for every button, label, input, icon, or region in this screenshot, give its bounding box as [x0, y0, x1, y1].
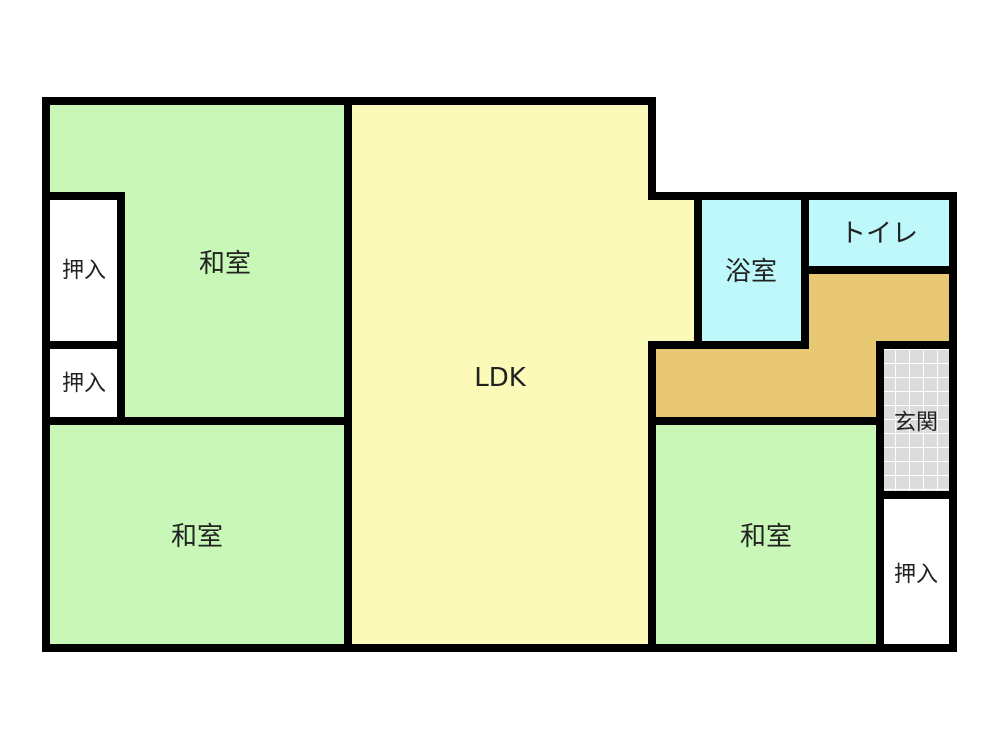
washitsu-right-label: 和室	[740, 522, 792, 552]
toilet-room	[801, 192, 957, 274]
washitsu-top-left-label: 和室	[199, 249, 251, 279]
closet-right-room	[876, 491, 957, 652]
closet-left-lower-label: 押入	[62, 372, 106, 397]
washitsu-right-room	[648, 417, 884, 652]
closet-left-upper-label: 押入	[62, 259, 106, 284]
genkan-label: 玄関	[894, 411, 938, 436]
toilet-label: トイレ	[840, 219, 918, 249]
closet-left-upper-room	[42, 192, 125, 349]
washitsu-bottom-left-room	[42, 417, 352, 652]
washitsu-bottom-left-label: 和室	[171, 522, 223, 552]
ldk-label: LDK	[474, 363, 527, 393]
closet-right-label: 押入	[894, 563, 938, 588]
bath-label: 浴室	[725, 257, 777, 287]
